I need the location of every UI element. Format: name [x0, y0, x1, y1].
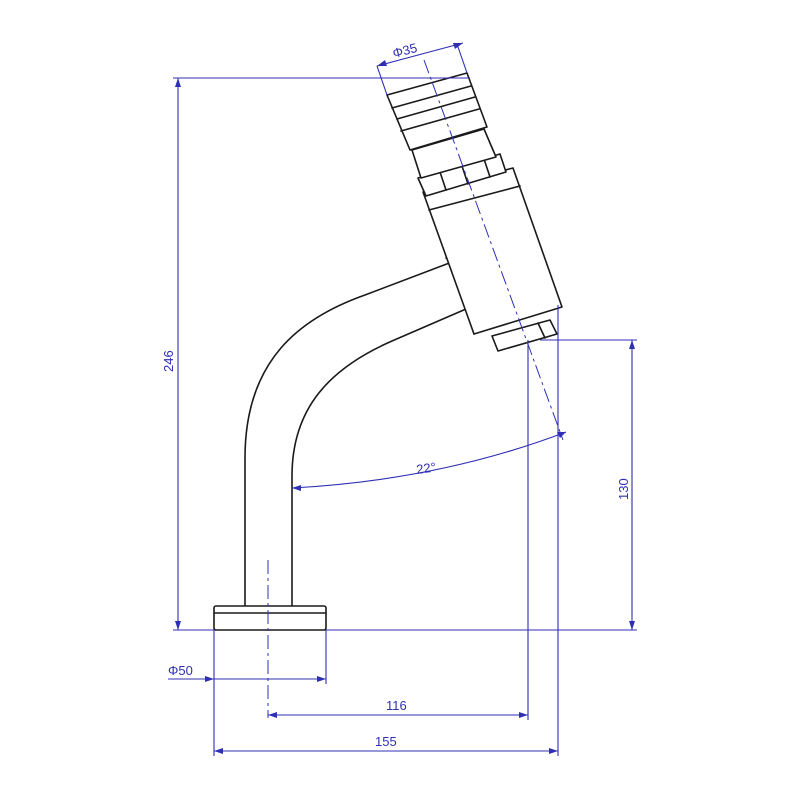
spout-pipe-inner — [291, 308, 467, 607]
label-total-height: 246 — [161, 350, 176, 372]
arrow-35-left — [377, 60, 387, 66]
faucet-outline — [213, 72, 563, 631]
aerator-line — [537, 322, 546, 339]
hex-nut-line-c — [483, 158, 491, 178]
label-outlet-height: 130 — [616, 478, 631, 500]
push-button-ring-b — [396, 96, 476, 120]
push-button-head — [386, 72, 488, 151]
arrow-155-right — [549, 748, 558, 754]
valve-axis-centerline — [423, 59, 564, 441]
hex-nut-line-b — [461, 165, 469, 185]
arrow-130-bottom — [629, 621, 635, 630]
arrow-116-left — [268, 712, 277, 718]
arrow-246-bottom — [175, 621, 181, 630]
arrow-50-right — [317, 676, 326, 682]
arrow-116-right — [519, 712, 528, 718]
dim-head-diameter-ext-b — [456, 43, 468, 74]
dim-head-diameter-ext-a — [376, 65, 388, 96]
arrow-246-top — [175, 78, 181, 87]
arrow-155-left — [214, 748, 223, 754]
push-button-ring-a — [391, 85, 472, 109]
spout-pipe-outer — [244, 261, 453, 607]
arrow-22-right — [557, 432, 566, 438]
arrow-22-left — [292, 485, 301, 491]
valve-stem — [411, 128, 497, 179]
arrow-50-left — [205, 676, 214, 682]
dim-spout-angle-arc — [291, 431, 567, 489]
dimension-lines — [168, 42, 637, 756]
label-base-diameter: Φ50 — [168, 663, 193, 678]
hex-nut-line-a — [439, 171, 447, 191]
center-lines — [267, 59, 564, 718]
base-flange — [213, 605, 327, 631]
label-head-diameter: Φ35 — [391, 40, 419, 61]
arrow-130-top — [629, 340, 635, 349]
dimension-arrows — [175, 43, 635, 754]
valve-body-line — [428, 185, 521, 211]
dimension-labels: Φ35 246 130 22° Φ50 116 155 — [161, 40, 631, 749]
push-button-ring-c — [400, 108, 480, 132]
dim-head-diameter-line — [376, 42, 464, 67]
label-spout-angle: 22° — [415, 459, 437, 477]
arrow-35-right — [453, 43, 463, 49]
label-outlet-reach: 116 — [386, 698, 407, 713]
label-total-reach: 155 — [375, 734, 397, 749]
